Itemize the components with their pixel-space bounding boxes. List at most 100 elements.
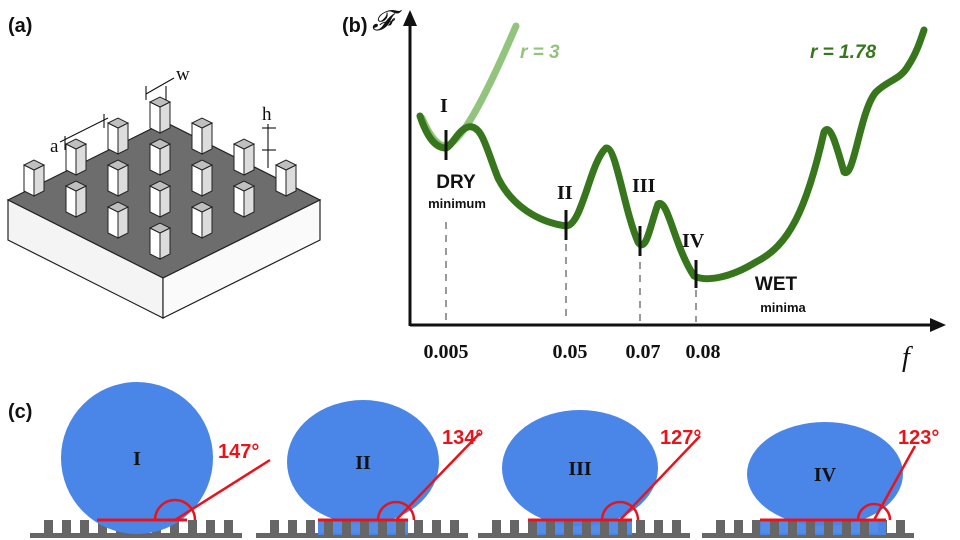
angle-arc xyxy=(376,500,416,521)
droplet-1: I 147° xyxy=(30,382,271,538)
dimension-w: w xyxy=(176,64,190,85)
surface-post xyxy=(672,520,681,535)
surface-post xyxy=(224,520,233,535)
tangent-line xyxy=(872,445,917,521)
surface-post xyxy=(288,520,297,535)
y-axis-arrow xyxy=(403,10,417,26)
state-label-II: II xyxy=(557,182,573,204)
droplet-state-label: I xyxy=(133,448,141,470)
surface-post xyxy=(170,520,179,535)
surface-baseline xyxy=(30,533,242,538)
dimension-a: a xyxy=(50,136,59,157)
panel-label-c: (c) xyxy=(8,401,32,423)
wet-label: WET xyxy=(755,274,798,295)
droplet-3: III 127° xyxy=(478,410,701,538)
pillar xyxy=(148,138,172,176)
contact-angle-value: 127° xyxy=(660,427,701,449)
droplet-body xyxy=(747,422,903,526)
surface-post xyxy=(98,520,107,535)
surface-post xyxy=(414,520,423,535)
pillar xyxy=(190,117,214,155)
pillar xyxy=(148,180,172,218)
contact-angle-value: 134° xyxy=(442,427,483,449)
surface-post xyxy=(752,520,761,535)
wetted-post xyxy=(528,520,537,535)
surface-post xyxy=(734,520,743,535)
curve-label-r178: r = 1.78 xyxy=(810,42,876,63)
wetted-post xyxy=(842,520,851,535)
x-axis-label: f xyxy=(902,342,913,373)
droplet-state-label: II xyxy=(355,452,371,474)
curve-r178 xyxy=(416,26,928,283)
state-label-I: I xyxy=(440,95,448,117)
angle-arc xyxy=(600,500,640,521)
panel-label-a: (a) xyxy=(8,15,32,37)
contact-angle-value: 147° xyxy=(218,441,259,463)
pillars xyxy=(22,96,298,260)
state-label-III: III xyxy=(632,175,656,197)
state-label-IV: IV xyxy=(682,230,705,252)
wetted-post xyxy=(360,520,369,535)
pillar xyxy=(148,96,172,134)
x-tick-0: 0.005 xyxy=(424,341,469,363)
surface-post xyxy=(654,520,663,535)
wetted-post xyxy=(342,520,351,535)
wetted-post xyxy=(618,520,627,535)
dashed-guides xyxy=(445,222,697,322)
panel-label-b: (b) xyxy=(342,15,368,37)
droplet-2: II 134° xyxy=(256,400,483,538)
surface-post xyxy=(44,520,53,535)
droplet-state-label: III xyxy=(568,458,592,480)
wetted-post xyxy=(600,520,609,535)
wetted-post xyxy=(582,520,591,535)
surface-post xyxy=(450,520,459,535)
x-tick-1: 0.05 xyxy=(553,341,588,363)
pillar xyxy=(148,222,172,260)
state-markers xyxy=(444,130,698,288)
pillar xyxy=(22,159,46,197)
pillar xyxy=(190,159,214,197)
dry-label: DRY xyxy=(436,172,476,193)
droplet-body xyxy=(502,410,658,526)
pillar-surface-illustration: w h a xyxy=(6,64,322,319)
droplet-body xyxy=(61,382,213,534)
wetted-post xyxy=(824,520,833,535)
x-tick-3: 0.08 xyxy=(686,341,721,363)
surface-post xyxy=(270,520,279,535)
tangent-line xyxy=(619,435,701,521)
surface-post xyxy=(432,520,441,535)
contact-angle-value: 123° xyxy=(898,427,939,449)
pillar xyxy=(106,201,130,239)
wetted-post xyxy=(806,520,815,535)
wetted-post xyxy=(546,520,555,535)
wetted-region xyxy=(528,520,632,535)
surface-baseline xyxy=(702,533,914,538)
wetted-post xyxy=(378,520,387,535)
y-axis-label: 𝓕 xyxy=(372,6,402,37)
x-axis-arrow xyxy=(930,318,946,332)
pillar xyxy=(274,159,298,197)
surface-post xyxy=(716,520,725,535)
surface-baseline xyxy=(256,533,468,538)
dimension-markers xyxy=(59,77,276,168)
wetted-post xyxy=(770,520,779,535)
curve-label-r3: r = 3 xyxy=(520,42,560,63)
pillar xyxy=(64,138,88,176)
wet-sublabel: minima xyxy=(760,300,806,315)
wetted-post xyxy=(324,520,333,535)
surface-post xyxy=(306,520,315,535)
surface-post xyxy=(492,520,501,535)
pillar xyxy=(232,180,256,218)
pillar xyxy=(106,117,130,155)
dimension-h: h xyxy=(262,104,272,125)
pillar xyxy=(232,138,256,176)
pillar xyxy=(106,159,130,197)
droplet-body xyxy=(287,400,439,524)
tangent-line xyxy=(174,458,271,522)
surface-post xyxy=(206,520,215,535)
surface-baseline xyxy=(478,533,690,538)
substrate-right-face xyxy=(162,199,321,319)
